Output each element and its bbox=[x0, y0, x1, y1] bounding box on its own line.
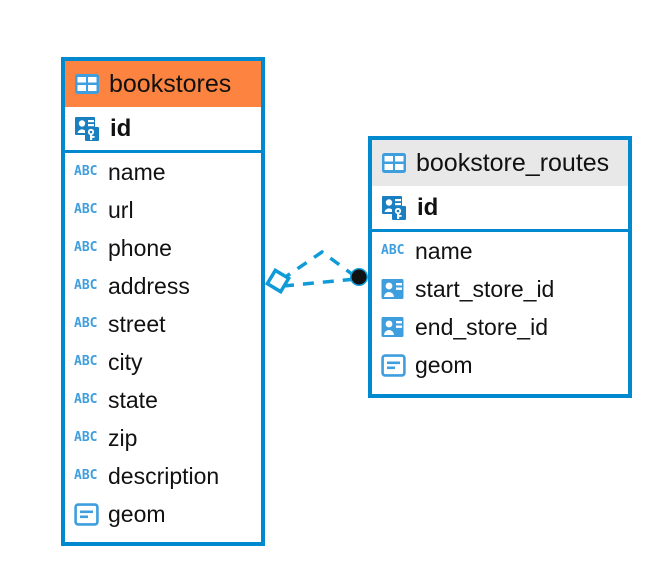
field-row-start-store-id[interactable]: start_store_id bbox=[372, 270, 628, 308]
field-name: url bbox=[108, 196, 134, 223]
field-name: name bbox=[108, 158, 166, 185]
geometry-icon bbox=[381, 353, 406, 377]
primary-key-icon bbox=[381, 194, 408, 221]
field-list-bookstores: ABC name ABC url ABC phone ABC bbox=[65, 153, 261, 537]
abc-text-icon-label: ABC bbox=[74, 316, 98, 331]
abc-text-icon-label: ABC bbox=[74, 354, 98, 369]
field-row-description[interactable]: ABC description bbox=[65, 457, 261, 495]
field-list-bookstore-routes: ABC name start_store_id bbox=[372, 232, 628, 388]
field-row-end-store-id[interactable]: end_store_id bbox=[372, 308, 628, 346]
field-row-primary-key[interactable]: id bbox=[372, 186, 628, 232]
abc-text-icon-label: ABC bbox=[74, 430, 98, 445]
field-row-geom[interactable]: geom bbox=[65, 495, 261, 533]
field-row-address[interactable]: ABC address bbox=[65, 267, 261, 305]
field-name: id bbox=[417, 193, 439, 221]
relationship-line-upper bbox=[280, 249, 358, 282]
diamond-endpoint-icon bbox=[264, 267, 292, 295]
field-name: name bbox=[415, 237, 473, 264]
field-row-url[interactable]: ABC url bbox=[65, 191, 261, 229]
field-name: id bbox=[110, 114, 132, 142]
abc-text-icon: ABC bbox=[74, 354, 99, 370]
abc-text-icon: ABC bbox=[74, 316, 99, 332]
abc-text-icon-label: ABC bbox=[74, 468, 98, 483]
field-row-zip[interactable]: ABC zip bbox=[65, 419, 261, 457]
field-name: end_store_id bbox=[415, 313, 548, 340]
field-row-geom[interactable]: geom bbox=[372, 346, 628, 384]
foreign-key-icon bbox=[381, 278, 406, 301]
abc-text-icon: ABC bbox=[74, 468, 99, 484]
foreign-key-icon bbox=[381, 316, 406, 339]
primary-key-icon bbox=[74, 115, 101, 142]
table-icon bbox=[74, 73, 100, 95]
entity-bookstores[interactable]: bookstores id bbox=[61, 57, 265, 546]
field-name: state bbox=[108, 386, 158, 413]
abc-text-icon-label: ABC bbox=[74, 202, 98, 217]
abc-text-icon: ABC bbox=[74, 392, 99, 408]
abc-text-icon: ABC bbox=[74, 278, 99, 294]
field-name: city bbox=[108, 348, 143, 375]
entity-title: bookstore_routes bbox=[416, 148, 610, 177]
table-icon bbox=[381, 152, 407, 174]
abc-text-icon-label: ABC bbox=[74, 164, 98, 179]
field-name: geom bbox=[108, 500, 166, 527]
abc-text-icon-label: ABC bbox=[74, 278, 98, 293]
field-name: description bbox=[108, 462, 220, 489]
abc-text-icon: ABC bbox=[74, 164, 99, 180]
relationship-line-lower bbox=[282, 277, 357, 288]
field-name: street bbox=[108, 310, 166, 337]
entity-header-bookstores[interactable]: bookstores bbox=[65, 61, 261, 107]
entity-bookstore-routes[interactable]: bookstore_routes id bbox=[368, 136, 632, 398]
circle-endpoint-icon bbox=[350, 268, 368, 286]
abc-text-icon: ABC bbox=[381, 243, 406, 259]
geometry-icon bbox=[74, 502, 99, 526]
field-row-primary-key[interactable]: id bbox=[65, 107, 261, 153]
field-name: address bbox=[108, 272, 190, 299]
abc-text-icon-label: ABC bbox=[74, 392, 98, 407]
field-row-city[interactable]: ABC city bbox=[65, 343, 261, 381]
abc-text-icon: ABC bbox=[74, 240, 99, 256]
field-row-name[interactable]: ABC name bbox=[372, 232, 628, 270]
field-name: start_store_id bbox=[415, 275, 555, 302]
field-name: phone bbox=[108, 234, 172, 261]
field-row-phone[interactable]: ABC phone bbox=[65, 229, 261, 267]
abc-text-icon: ABC bbox=[74, 430, 99, 446]
field-row-name[interactable]: ABC name bbox=[65, 153, 261, 191]
entity-title: bookstores bbox=[109, 69, 232, 98]
field-row-state[interactable]: ABC state bbox=[65, 381, 261, 419]
field-name: geom bbox=[415, 351, 473, 378]
abc-text-icon-label: ABC bbox=[381, 243, 405, 258]
abc-text-icon: ABC bbox=[74, 202, 99, 218]
entity-header-bookstore-routes[interactable]: bookstore_routes bbox=[372, 140, 628, 186]
field-row-street[interactable]: ABC street bbox=[65, 305, 261, 343]
field-name: zip bbox=[108, 424, 138, 451]
abc-text-icon-label: ABC bbox=[74, 240, 98, 255]
